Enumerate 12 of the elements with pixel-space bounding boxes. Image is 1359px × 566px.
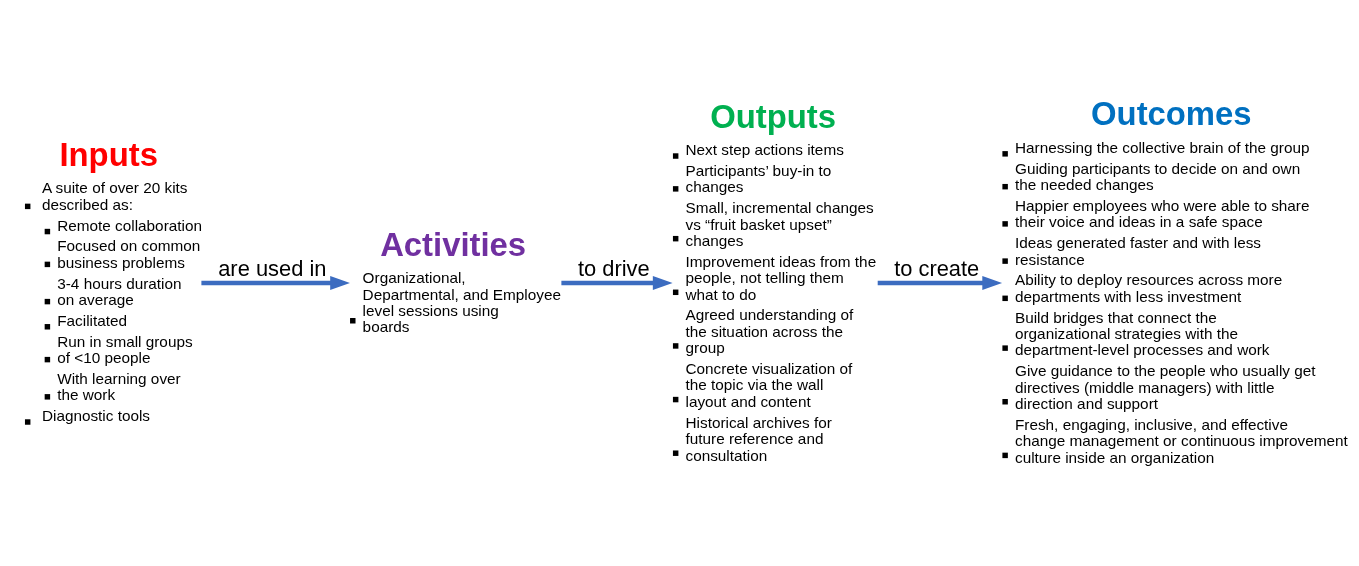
edge-label: are used in [218, 256, 327, 282]
node-label: Organizational, Departmental, and Employee level sessions using boards [362, 269, 561, 336]
node-box [350, 318, 356, 324]
edge-label: to create [894, 256, 980, 282]
arrow [561, 276, 673, 290]
node-text: Outcomes Harnessing the collective brain of the group Guiding participants to decide on and own the needed changes Happier employees who were able to share their voice and ideas in a safe space Ideas generated faster and with less resistance Ability to deploy resources across more departments with less investment Build bridges that connect the organizational strategies with the department-level processes and work Give guidance to the people who usually get directives (middle managers) with little direction and support Fresh, engaging, inclusive, and effective change management or continuous improvement culture inside an organization [1014, 95, 1348, 466]
edge-label: to drive [577, 256, 650, 282]
arrow [201, 276, 350, 290]
node-text: Inputs A suite of over 20 kits described as: Remote collaboration Focused on common business problems 3-4 hours duration on average Facilitated Run in small groups of <10 people With learning over the work Diagnostic tools [41, 135, 202, 425]
arrow [877, 276, 1003, 290]
node-label: Activities [380, 225, 527, 263]
node-text: Outputs Next step actions items Participants’ buy-in to changes Small, incremental changes vs “fruit basket upset” changes Improvement ideas from the people, not telling them what to do Agreed understanding of the situation across the group Concrete visualization of the topic via the wall layout and content Historical archives for future reference and consultation [685, 97, 877, 464]
